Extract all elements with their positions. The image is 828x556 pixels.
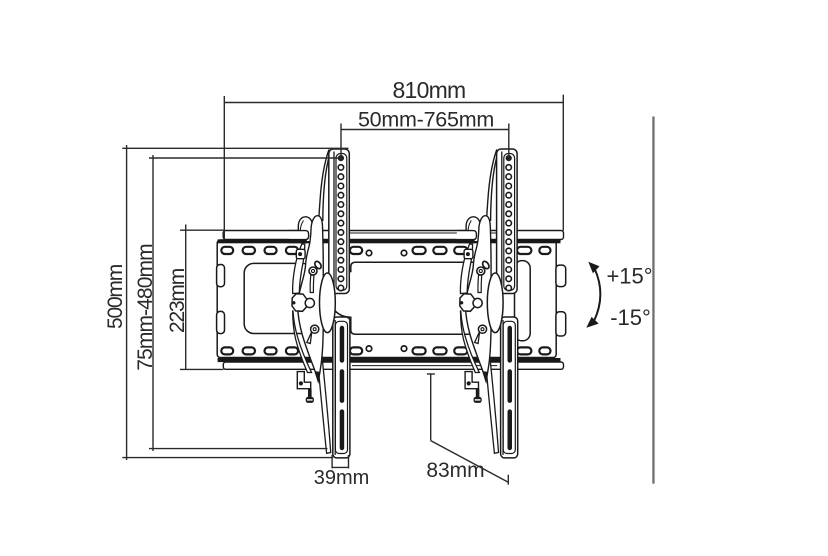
svg-text:39mm: 39mm	[314, 467, 370, 489]
svg-text:810mm: 810mm	[393, 77, 466, 103]
svg-text:75mm-480mm: 75mm-480mm	[134, 244, 157, 371]
svg-text:-15°: -15°	[610, 305, 651, 330]
svg-text:500mm: 500mm	[104, 264, 127, 329]
svg-text:223mm: 223mm	[166, 268, 189, 333]
svg-text:50mm-765mm: 50mm-765mm	[358, 107, 494, 131]
svg-text:+15°: +15°	[606, 264, 652, 289]
svg-text:83mm: 83mm	[426, 459, 484, 482]
